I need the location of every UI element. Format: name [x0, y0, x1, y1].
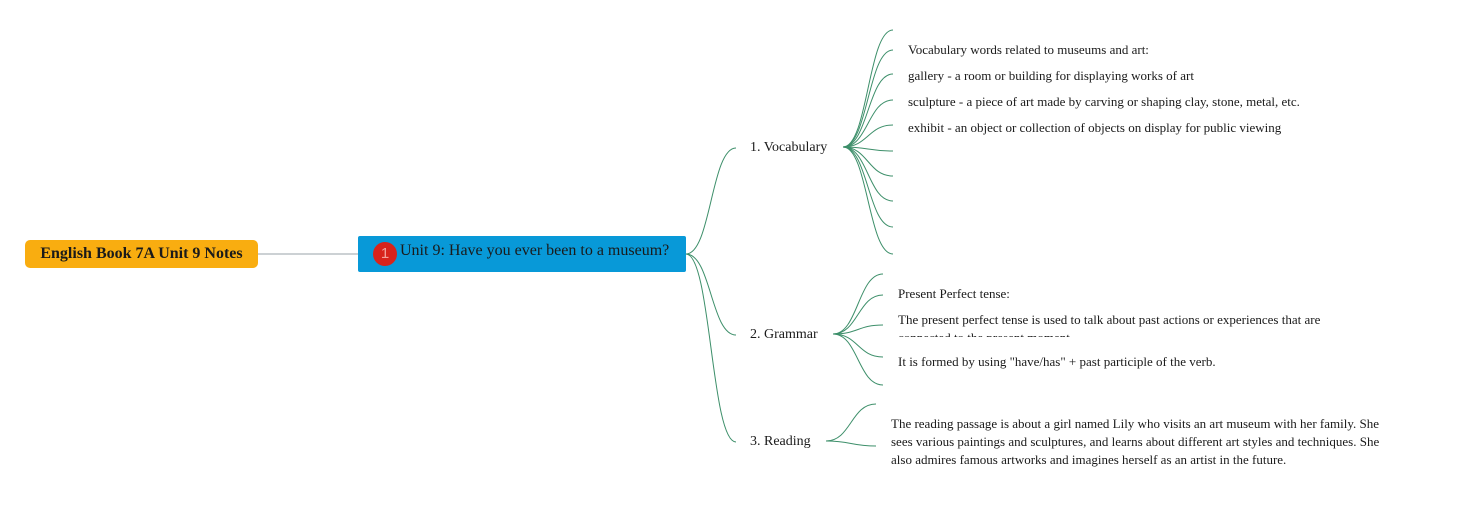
central-to-branch-link: [685, 147, 737, 255]
vocabulary-leaf-link: [842, 99, 894, 148]
branch-label: 3. Reading: [750, 434, 811, 449]
priority-badge: 1: [373, 242, 397, 266]
branch-label: 2. Grammar: [750, 327, 818, 342]
branch-reading[interactable]: 3. Reading: [750, 433, 811, 451]
leaf-gallery[interactable]: gallery - a room or building for display…: [908, 67, 1368, 85]
leaf-text: Present Perfect tense:: [898, 286, 1010, 301]
grammar-leaf-link: [832, 294, 884, 335]
reading-leaf-link: [825, 440, 877, 447]
vocabulary-leaf-link: [842, 146, 894, 255]
leaf-reading-summary[interactable]: The reading passage is about a girl name…: [891, 415, 1381, 473]
leaf-text: The present perfect tense is used to tal…: [898, 312, 1321, 337]
grammar-leaf-link: [832, 333, 884, 386]
central-topic[interactable]: 1 Unit 9: Have you ever been to a museum…: [358, 236, 686, 272]
leaf-text: gallery - a room or building for display…: [908, 68, 1194, 83]
vocabulary-leaf-link: [842, 29, 894, 148]
grammar-leaf-link: [832, 273, 884, 335]
central-to-branch-link: [685, 253, 737, 443]
leaf-sculpture[interactable]: sculpture - a piece of art made by carvi…: [908, 93, 1368, 111]
leaf-exhibit[interactable]: exhibit - an object or collection of obj…: [908, 119, 1368, 137]
leaf-present-perfect-form[interactable]: It is formed by using "have/has" + past …: [898, 353, 1368, 371]
grammar-leaf-link: [832, 333, 884, 358]
root-topic[interactable]: English Book 7A Unit 9 Notes: [25, 240, 258, 268]
central-to-branch-link: [685, 253, 737, 336]
vocabulary-leaf-link: [842, 146, 894, 228]
central-topic-label: Unit 9: Have you ever been to a museum?: [400, 242, 670, 259]
leaf-present-perfect-usage[interactable]: The present perfect tense is used to tal…: [898, 311, 1368, 337]
reading-leaf-link: [825, 403, 877, 442]
branch-grammar[interactable]: 2. Grammar: [750, 326, 818, 344]
vocabulary-leaf-link: [842, 49, 894, 148]
grammar-leaf-link: [832, 324, 884, 335]
leaf-text: exhibit - an object or collection of obj…: [908, 120, 1282, 135]
vocabulary-leaf-link: [842, 124, 894, 148]
branch-vocabulary[interactable]: 1. Vocabulary: [750, 139, 827, 157]
leaf-text: sculpture - a piece of art made by carvi…: [908, 94, 1300, 109]
leaf-text: It is formed by using "have/has" + past …: [898, 354, 1216, 369]
branch-label: 1. Vocabulary: [750, 140, 828, 155]
vocabulary-leaf-link: [842, 146, 894, 202]
leaf-present-perfect-heading[interactable]: Present Perfect tense:: [898, 285, 1368, 303]
leaf-text: The reading passage is about a girl name…: [891, 416, 1380, 467]
vocabulary-leaf-link: [842, 73, 894, 148]
root-topic-label: English Book 7A Unit 9 Notes: [40, 245, 243, 262]
leaf-text: Vocabulary words related to museums and …: [908, 42, 1149, 57]
leaf-vocabulary-heading[interactable]: Vocabulary words related to museums and …: [908, 41, 1368, 59]
